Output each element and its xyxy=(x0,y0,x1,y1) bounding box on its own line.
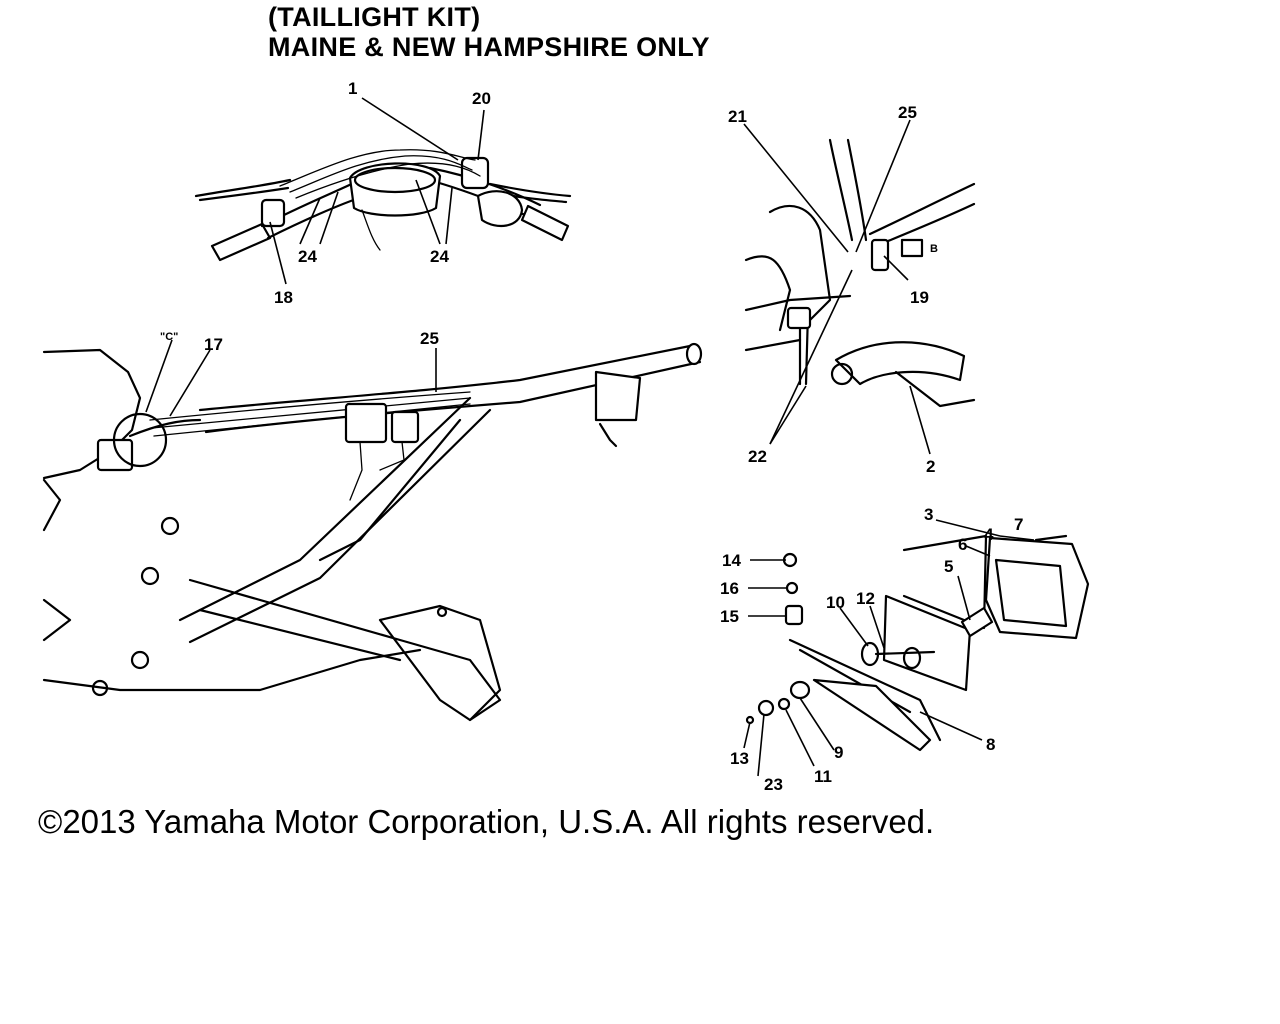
callout-3: 3 xyxy=(924,505,933,524)
callout-14: 14 xyxy=(722,551,741,570)
callout-11: 11 xyxy=(814,767,832,786)
callout-17: 17 xyxy=(204,335,223,354)
diagram-title: (TAILLIGHT KIT) MAINE & NEW HAMPSHIRE ON… xyxy=(268,2,710,62)
callout-15: 15 xyxy=(720,607,739,626)
callout-10: 10 xyxy=(826,593,845,612)
callout-16: 16 xyxy=(720,579,739,598)
taillight-exploded-view: 3 6 4 7 5 14 16 15 10 12 8 9 11 13 23 xyxy=(720,505,1090,794)
callout-21: 21 xyxy=(728,107,747,126)
callout-19: 19 xyxy=(910,288,929,307)
callout-4: 4 xyxy=(984,525,994,544)
callout-6: 6 xyxy=(958,535,967,554)
callout-23: 23 xyxy=(764,775,783,794)
callout-12: 12 xyxy=(856,589,875,608)
frame-wiring-view: "C" 17 25 xyxy=(42,329,703,722)
parts-diagram: 1 20 24 24 18 xyxy=(42,79,1090,794)
callout-25: 25 xyxy=(898,103,917,122)
callout-24: 24 xyxy=(298,247,317,266)
callout-22: 22 xyxy=(748,447,767,466)
callout-2: 2 xyxy=(926,457,935,476)
handlebar-view: 1 20 24 24 18 xyxy=(194,79,572,307)
callout-8: 8 xyxy=(986,735,995,754)
callout-9: 9 xyxy=(834,743,843,762)
callout-1: 1 xyxy=(348,79,357,98)
callout-25: 25 xyxy=(420,329,439,348)
callout-24: 24 xyxy=(430,247,449,266)
title-line-2: MAINE & NEW HAMPSHIRE ONLY xyxy=(268,32,710,62)
rear-brake-switch-view: B 21 25 19 22 2 xyxy=(728,103,976,476)
callout-5: 5 xyxy=(944,557,953,576)
title-line-1: (TAILLIGHT KIT) xyxy=(268,2,481,32)
callout-20: 20 xyxy=(472,89,491,108)
callout-c: "C" xyxy=(160,331,178,343)
callout-b: B xyxy=(930,243,938,255)
callout-13: 13 xyxy=(730,749,749,768)
callout-7: 7 xyxy=(1014,515,1023,534)
copyright-notice: ©2013 Yamaha Motor Corporation, U.S.A. A… xyxy=(38,803,935,840)
callout-18: 18 xyxy=(274,288,293,307)
